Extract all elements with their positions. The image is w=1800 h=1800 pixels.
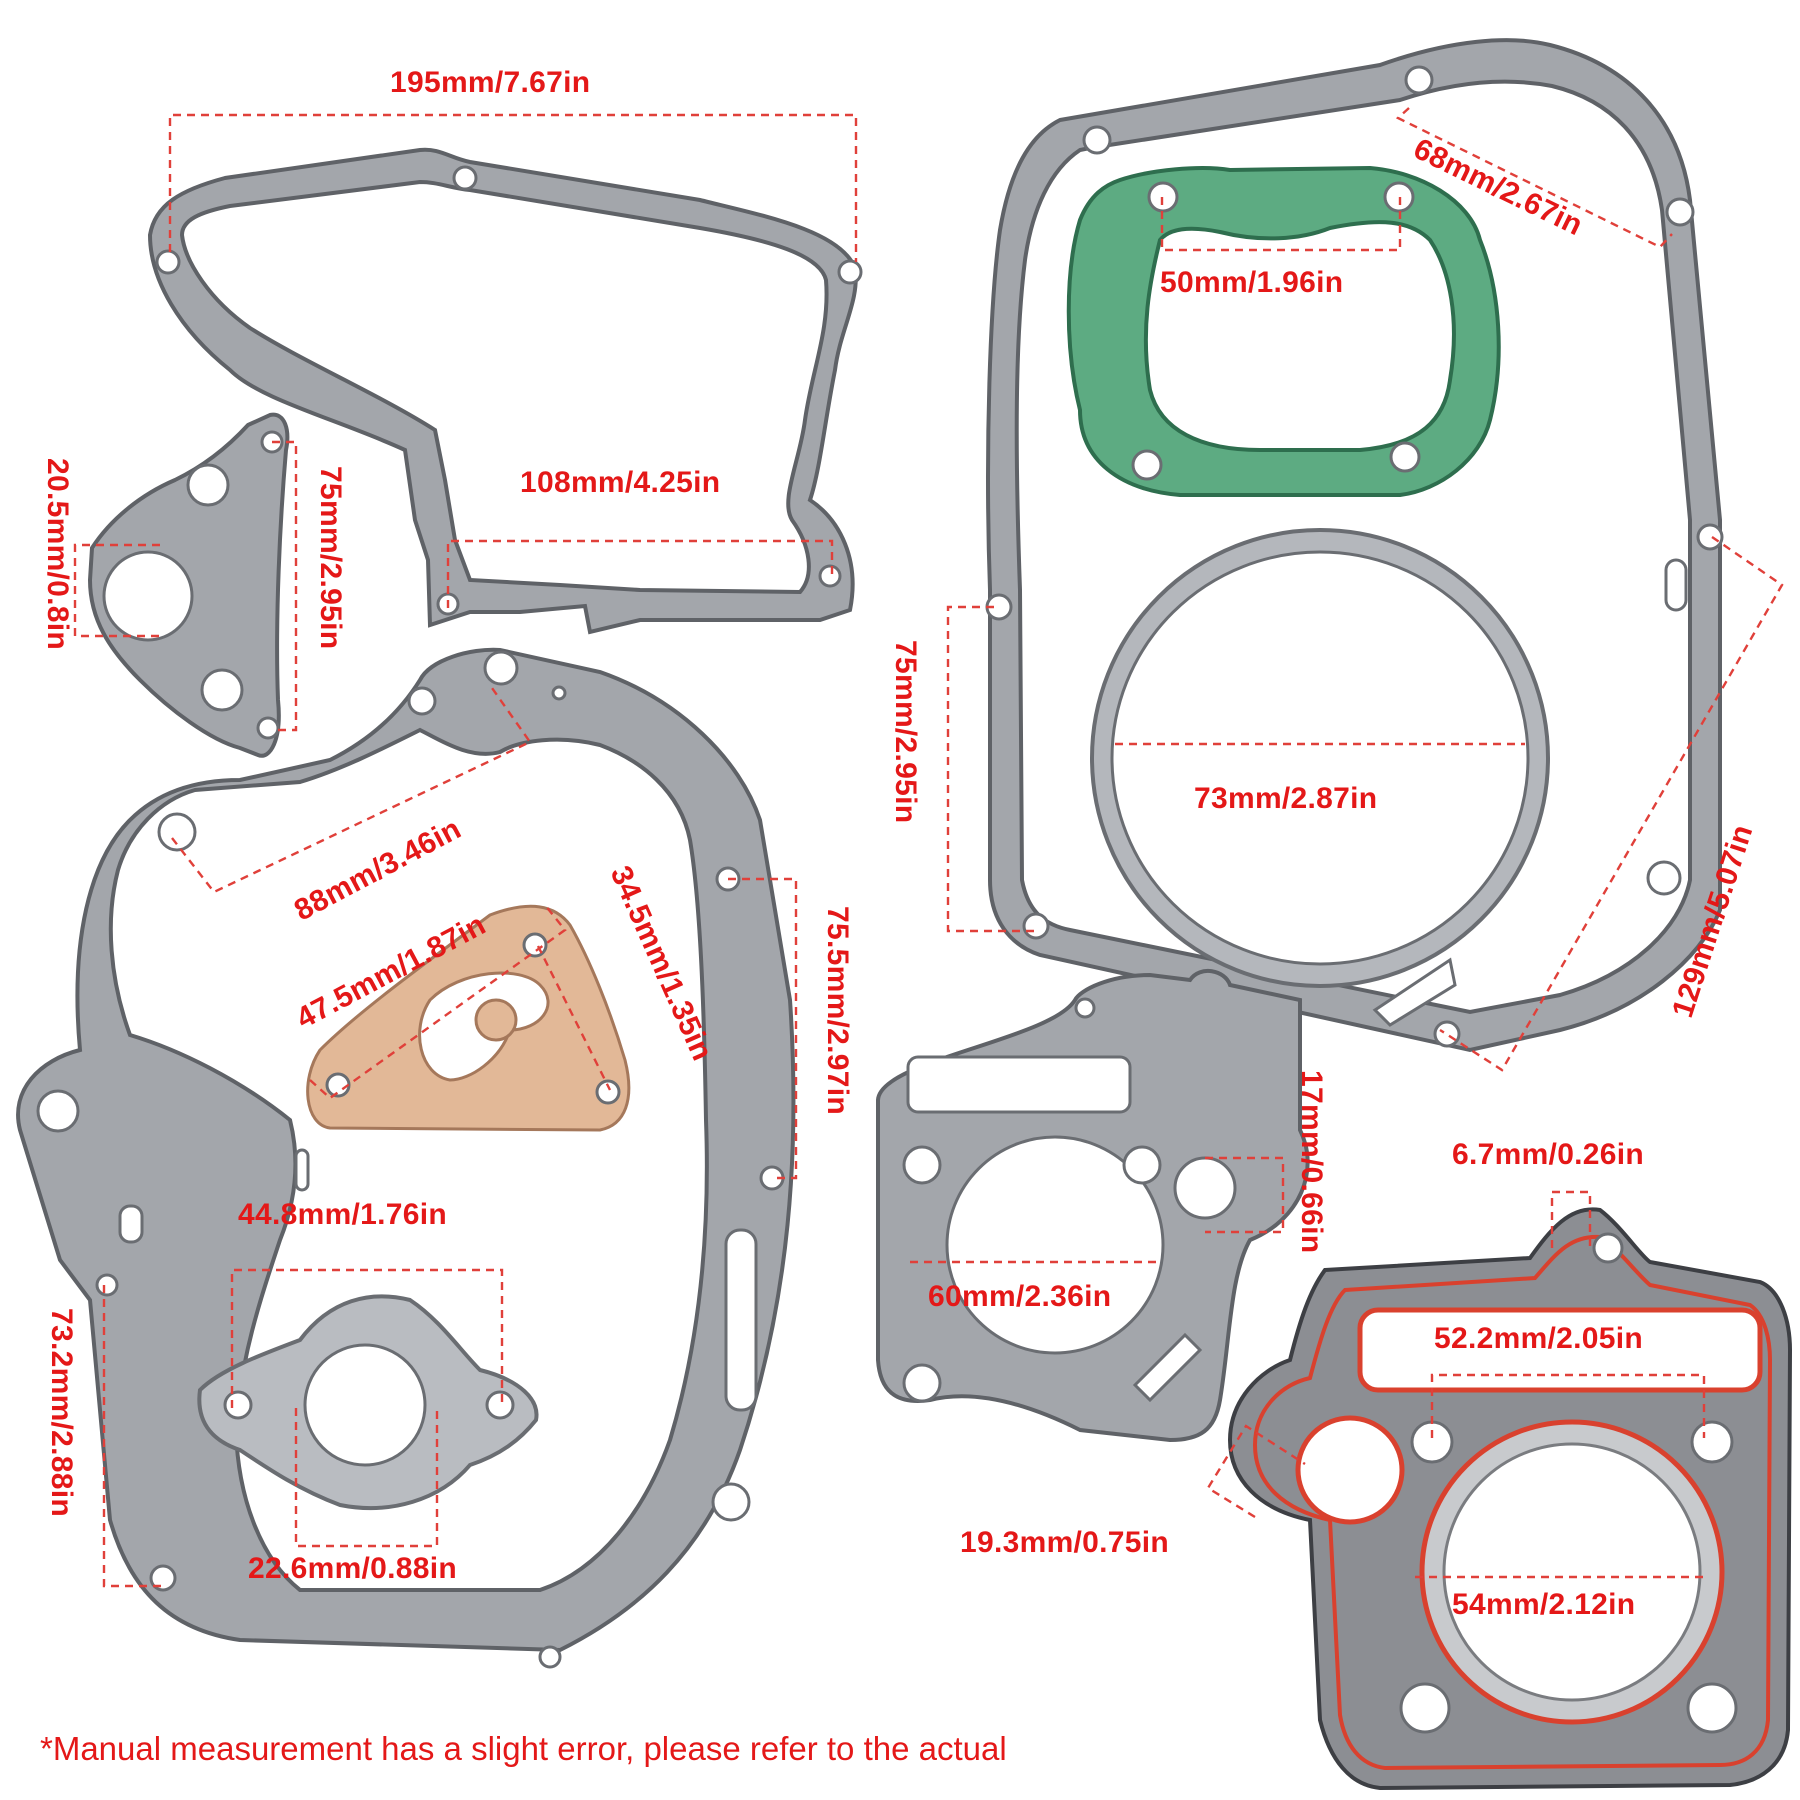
cylinder-o-ring	[1090, 528, 1550, 988]
dim-60mm-label: 60mm/2.36in	[928, 1280, 1112, 1313]
dim-54mm-label: 54mm/2.12in	[1452, 1588, 1636, 1621]
dim-17mm-label: 17mm/0.66in	[1295, 1070, 1328, 1254]
dim-75-5mm-label: 75.5mm/2.97in	[821, 906, 854, 1116]
crankcase-left-gasket	[16, 647, 796, 1669]
crankcase-right-gasket	[985, 38, 1724, 1053]
dim-6-7mm-label: 6.7mm/0.26in	[1452, 1138, 1645, 1171]
intake-gasket	[197, 1294, 539, 1510]
valve-cover-gasket	[1066, 165, 1501, 497]
measurement-disclaimer: *Manual measurement has a slight error, …	[40, 1730, 1007, 1767]
dim-108mm-label: 108mm/4.25in	[520, 466, 721, 499]
dim-22-6mm-label: 22.6mm/0.88in	[248, 1552, 458, 1585]
dim-73-2mm-label: 73.2mm/2.88in	[45, 1308, 78, 1518]
dim-52-2mm-label: 52.2mm/2.05in	[1434, 1322, 1644, 1355]
tensioner-plate-gasket	[87, 412, 290, 758]
dim-50mm-label: 50mm/1.96in	[1160, 266, 1344, 299]
dim-75mm-right-label: 75mm/2.95in	[889, 640, 922, 824]
dim-195mm-label: 195mm/7.67in	[390, 66, 591, 99]
dimension-lines	[73, 107, 1784, 1588]
dim-20-5mm-label: 20.5mm/0.8in	[41, 458, 74, 651]
cylinder-base-gasket	[876, 969, 1310, 1443]
head-gasket	[1227, 1207, 1793, 1791]
dim-73mm-label: 73mm/2.87in	[1194, 782, 1378, 815]
dim-44-8mm-label: 44.8mm/1.76in	[238, 1198, 448, 1231]
dim-75mm-left-label: 75mm/2.95in	[314, 466, 347, 650]
dim-19-3mm-label: 19.3mm/0.75in	[960, 1526, 1170, 1559]
magneto-cover-gasket	[147, 147, 863, 635]
